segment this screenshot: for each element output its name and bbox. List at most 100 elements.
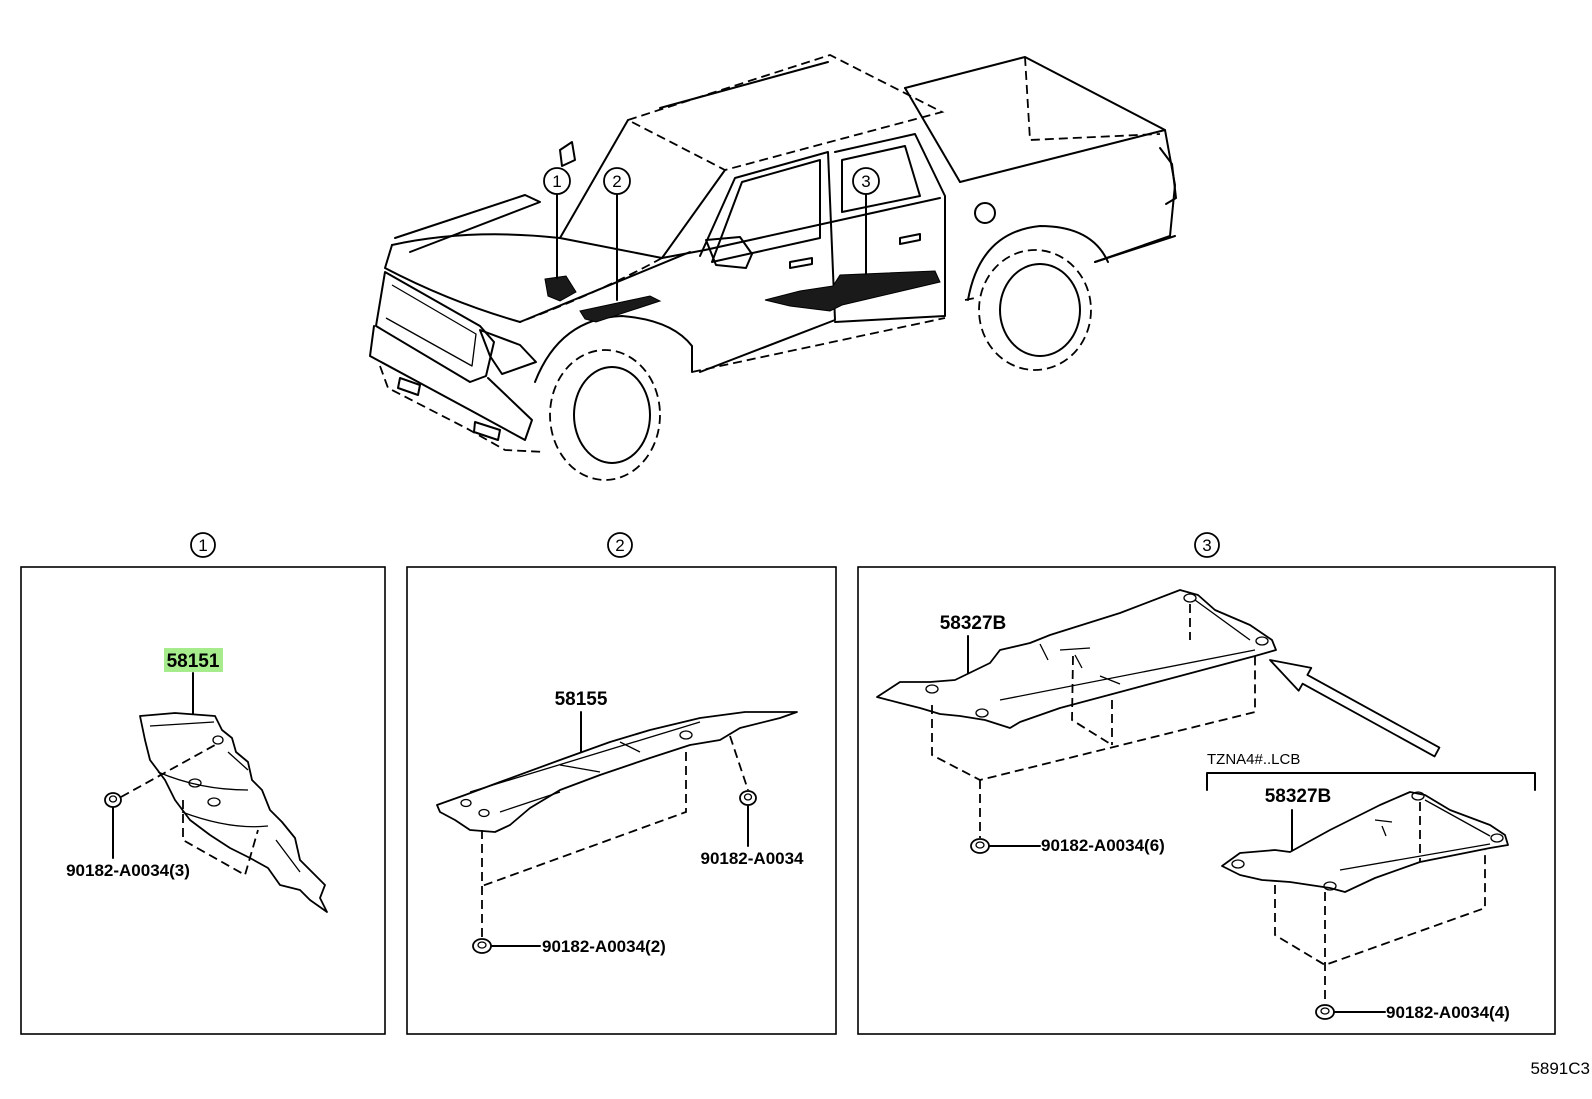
shield-3a-mount-hole (1255, 636, 1269, 646)
fastener-1-guide-box (182, 800, 259, 877)
section-header-3: 3 (1194, 532, 1220, 558)
truck-bed-near-side (959, 129, 1176, 263)
shield-3a-mount-hole (975, 708, 989, 718)
clip-nut-icon (472, 938, 492, 954)
truck-rear-rim (999, 263, 1081, 357)
truck-front-fender-line (519, 251, 691, 323)
section-header-1: 1 (190, 532, 216, 558)
shield-3b-contour (1339, 799, 1491, 871)
fastener-3b-guide-box (1274, 850, 1486, 966)
callout-1-number: 1 (552, 172, 561, 191)
truck-roof-rack-line (659, 61, 829, 109)
detail-box-3-frame (857, 566, 1556, 1035)
truck-headlight (479, 329, 537, 375)
location-mark-2 (579, 295, 662, 323)
truck-lower-bumper (379, 365, 546, 453)
truck-hood-front (384, 244, 521, 323)
callout-2-number: 2 (612, 172, 621, 191)
part-label-58151[interactable]: 58151 (167, 651, 220, 672)
fastener-label-90182-a0034-4[interactable]: 90182-A0034(4) (1386, 1003, 1510, 1022)
variant-bracket (1206, 772, 1536, 791)
shield-3a-contour (999, 599, 1256, 701)
truck-bed-side-bottom (1094, 235, 1176, 263)
shield-3b-mount-hole (1490, 833, 1504, 843)
truck-tow-hook (397, 377, 421, 396)
detail-box-2: 58155 90182-A0034 90182-A0034(2) (406, 566, 837, 1035)
fastener-3a-guide-inner (1071, 604, 1191, 746)
truck-front-wheel-arch (534, 315, 693, 383)
part-label-58327b-b[interactable]: 58327B (1265, 786, 1332, 807)
diagram-code: 5891C3 (1530, 1059, 1590, 1078)
shield-1-mount-hole (188, 778, 202, 788)
direction-arrow-icon (1269, 659, 1441, 758)
variant-label: TZNA4#..LCB (1207, 751, 1300, 768)
engine-under-cover-part[interactable] (436, 711, 798, 833)
truck-windshield (559, 119, 726, 259)
section-header-2: 2 (607, 532, 633, 558)
part-label-58155[interactable]: 58155 (555, 689, 608, 710)
rear-floor-shield-variant-part[interactable] (1221, 791, 1509, 893)
truck-taillight (1159, 147, 1177, 205)
truck-rear-door-handle (899, 233, 921, 245)
truck-hood-far-edge (391, 233, 561, 246)
truck-bed-far-rail (904, 56, 1166, 131)
truck-front-bumper (369, 325, 533, 441)
cover-2-mount-hole (460, 798, 472, 808)
part-highlight-58151 (164, 648, 223, 672)
shield-3a-mount-hole (925, 684, 939, 694)
shield-3b-mount-hole (1323, 881, 1337, 891)
truck-grille (375, 271, 495, 383)
detail-box-2-frame (406, 566, 837, 1035)
fastener-label-90182-a0034-2[interactable]: 90182-A0034(2) (542, 937, 666, 956)
truck-fuel-door (974, 202, 996, 224)
callout-2: 2 (603, 167, 631, 195)
shield-1-contour (149, 721, 301, 873)
truck-fog-light (473, 421, 501, 441)
truck-front-door (699, 151, 836, 373)
engine-under-shield-part[interactable] (139, 712, 328, 913)
truck-rear-tire (978, 249, 1092, 371)
truck-rocker-panel (691, 317, 946, 373)
truck-bed-inner-corner (1024, 56, 1161, 141)
detail-box-1: 58151 90182-A0034(3) (20, 566, 386, 1035)
cover-2-contour (469, 721, 701, 813)
fastener-label-90182-a0034[interactable]: 90182-A0034 (700, 849, 804, 868)
truck-rear-door-window (841, 145, 921, 213)
shield-3b-mount-hole (1411, 791, 1425, 801)
truck-hood-bulge (394, 194, 541, 253)
clip-nut-icon (739, 790, 757, 806)
location-mark-1 (544, 275, 577, 302)
callout-3: 3 (852, 167, 880, 195)
clip-nut-icon (1315, 1004, 1335, 1020)
truck-illustration: 1 2 3 (369, 54, 1177, 481)
truck-front-door-handle (789, 257, 813, 269)
part-label-58327b-a[interactable]: 58327B (940, 613, 1007, 634)
shield-3b-mount-hole (1231, 859, 1245, 869)
truck-front-rim (573, 366, 651, 464)
truck-rear-wheel-arch (967, 225, 1109, 301)
truck-grille-inner (385, 284, 477, 367)
callout-1: 1 (543, 167, 571, 195)
truck-left-mirror (559, 141, 576, 167)
truck-bed-lower-edge (964, 297, 976, 301)
cover-2-mount-hole (478, 808, 490, 818)
location-mark-3 (764, 270, 941, 312)
clip-nut-icon (104, 792, 122, 808)
shield-1-mount-hole (212, 735, 224, 745)
fastener-label-90182-a0034-3[interactable]: 90182-A0034(3) (66, 861, 190, 880)
truck-front-tire (549, 349, 661, 481)
section-header-1-number: 1 (198, 536, 207, 555)
callout-3-number: 3 (861, 172, 870, 191)
fastener-label-90182-a0034-6[interactable]: 90182-A0034(6) (1041, 836, 1165, 855)
shield-1-mount-hole (207, 797, 221, 807)
truck-bed-front-wall (904, 87, 961, 183)
truck-rear-door (834, 133, 946, 323)
shield-3a-mount-hole (1183, 593, 1197, 603)
truck-beltline (661, 197, 941, 259)
fastener-2a-guide (729, 735, 749, 791)
fastener-2b-guide-box (481, 752, 687, 887)
truck-front-door-window (711, 159, 821, 263)
detail-box-1-frame (20, 566, 386, 1035)
section-header-2-number: 2 (615, 536, 624, 555)
